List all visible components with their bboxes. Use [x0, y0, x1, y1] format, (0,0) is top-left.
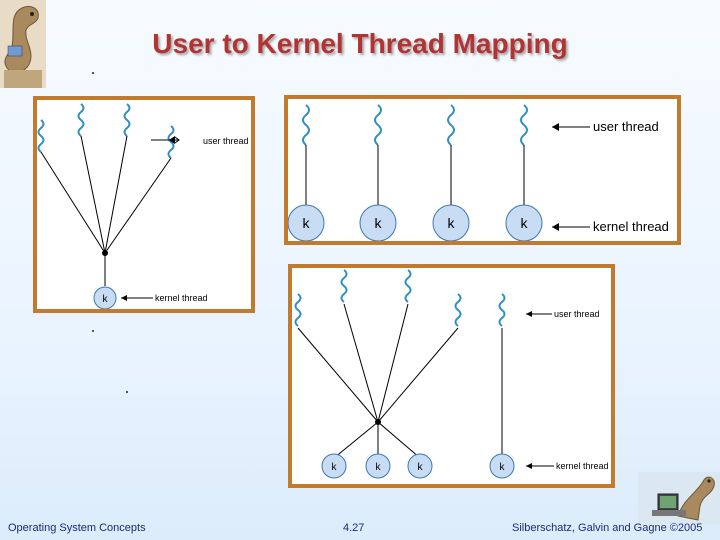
kernel-thread-label: kernel thread [155, 293, 208, 303]
user-thread-waves [302, 104, 528, 146]
user-thread-label: user thread [554, 309, 600, 319]
page-title: User to Kernel Thread Mapping [152, 28, 568, 59]
kernel-k-label: k [521, 215, 529, 231]
kernel-k-label: k [103, 294, 109, 305]
kernel-thread-label: kernel thread [593, 219, 669, 234]
footer-page-number: 4.27 [343, 522, 365, 534]
kernel-k-label: k [500, 462, 506, 473]
footer-right: Silberschatz, Galvin and Gagne ©2005 [512, 522, 703, 534]
dinosaur-logo-icon [0, 0, 46, 88]
many-to-one-diagram: k user thread kernel thread [33, 96, 255, 313]
kernel-thread-label: kernel thread [556, 461, 609, 471]
kernel-thread-circles [321, 453, 515, 479]
many-to-many-diagram: k k k k user thread kernel thread [288, 264, 615, 488]
user-thread-label: user thread [593, 119, 659, 134]
kernel-k-label: k [375, 215, 383, 231]
dinosaur-laptop-logo-icon [638, 472, 720, 524]
user-thread-waves [37, 103, 175, 159]
kernel-k-label: k [418, 462, 424, 473]
user-thread-label: user thread [203, 136, 249, 146]
kernel-k-label: k [303, 215, 311, 231]
stray-dot [126, 391, 128, 393]
stray-dot [92, 330, 94, 332]
user-thread-waves [294, 269, 506, 327]
stray-dot [92, 72, 94, 74]
footer-left: Operating System Concepts [8, 522, 146, 534]
kernel-thread-circle [93, 286, 117, 309]
one-to-one-diagram: k k k k user thread kernel thread [284, 95, 681, 245]
kernel-k-label: k [448, 215, 456, 231]
kernel-k-label: k [376, 462, 382, 473]
kernel-thread-circles [288, 204, 543, 241]
kernel-k-label: k [332, 462, 338, 473]
